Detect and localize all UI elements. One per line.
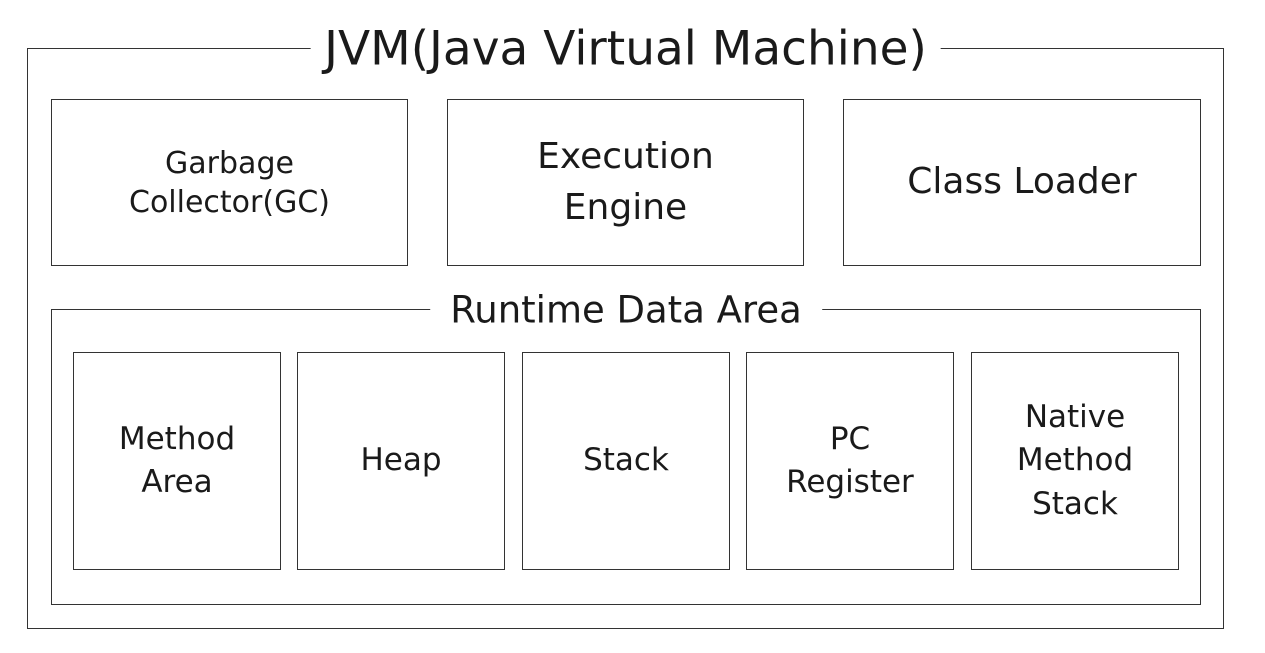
method-area-line-2: Area	[141, 464, 213, 500]
heap-line-1: Heap	[360, 442, 442, 479]
native-method-stack-line-3: Stack	[1032, 485, 1118, 522]
execution-engine-box: Execution Engine	[447, 99, 804, 266]
jvm-title: JVM(Java Virtual Machine)	[310, 25, 941, 73]
pc-register-line-1: PC	[829, 420, 871, 457]
execution-engine-line-1: Execution	[537, 136, 714, 178]
execution-engine-line-2: Engine	[563, 186, 688, 228]
native-method-stack-line-1: Native	[1024, 398, 1126, 435]
heap-box: Heap	[297, 352, 505, 570]
garbage-collector-line-2: Collector(GC)	[129, 184, 330, 220]
class-loader-box: Class Loader	[843, 99, 1201, 266]
garbage-collector-line-1: Garbage	[165, 145, 294, 181]
native-method-stack-box: Native Method Stack	[971, 352, 1179, 570]
class-loader-line-1: Class Loader	[907, 161, 1137, 203]
runtime-data-area-frame: Runtime Data Area	[51, 291, 1201, 605]
jvm-frame: JVM(Java Virtual Machine)	[27, 25, 1224, 629]
pc-register-line-2: Register	[786, 464, 914, 500]
method-area-line-1: Method	[118, 420, 236, 457]
stack-box: Stack	[522, 352, 730, 570]
garbage-collector-box: Garbage Collector(GC)	[51, 99, 408, 266]
native-method-stack-line-2: Method	[1016, 442, 1134, 479]
pc-register-box: PC Register	[746, 352, 954, 570]
stack-line-1: Stack	[583, 442, 669, 479]
runtime-data-area-title: Runtime Data Area	[430, 291, 822, 329]
method-area-box: Method Area	[73, 352, 281, 570]
